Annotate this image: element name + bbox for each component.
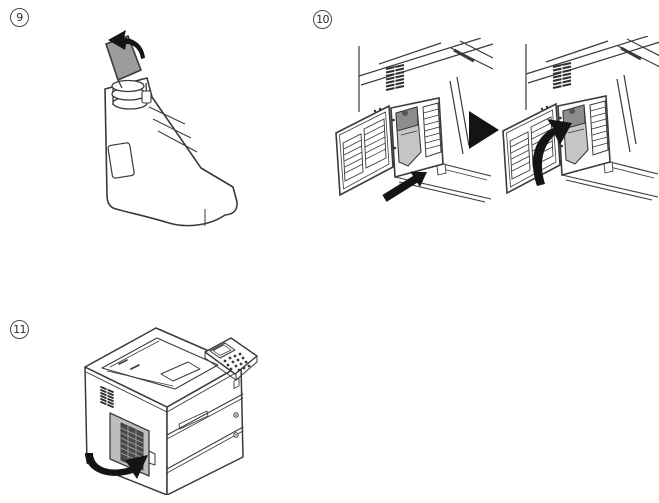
insert-arrow-icon bbox=[382, 171, 427, 202]
paper-cassettes bbox=[166, 378, 244, 474]
figure-step-9 bbox=[85, 25, 265, 244]
printer-front-illustration bbox=[84, 327, 258, 496]
open-cap-arrow-icon bbox=[108, 30, 145, 59]
display-screen bbox=[209, 342, 236, 359]
keypad-buttons bbox=[223, 352, 251, 372]
printer-side-cover-open-illustration bbox=[334, 36, 495, 204]
next-step-triangle-icon bbox=[469, 111, 499, 149]
toner-box-cap bbox=[105, 35, 142, 81]
close-cover-arrow-icon bbox=[532, 119, 572, 186]
step-10-number-badge: 10 bbox=[313, 10, 332, 29]
cap-hinge bbox=[117, 79, 123, 89]
step-9-number-badge: 9 bbox=[10, 8, 29, 27]
close-cover-arrow-icon bbox=[85, 453, 148, 479]
printer-side-open-drawing bbox=[501, 34, 659, 202]
printer-body-drawing bbox=[84, 327, 258, 496]
toner-box-spout bbox=[111, 79, 152, 110]
figure-step-11 bbox=[55, 323, 275, 499]
figure-step-10-left bbox=[333, 36, 495, 212]
printer-side-cover-closing-illustration bbox=[501, 34, 659, 202]
toner-box-body bbox=[104, 77, 238, 227]
figure-step-10-right bbox=[500, 34, 659, 210]
toner-box-ridges bbox=[148, 106, 198, 153]
toner-box-label bbox=[107, 142, 135, 179]
step-11-number-badge: 11 bbox=[10, 320, 29, 339]
control-panel bbox=[204, 337, 258, 381]
waste-toner-box-illustration bbox=[104, 30, 238, 227]
